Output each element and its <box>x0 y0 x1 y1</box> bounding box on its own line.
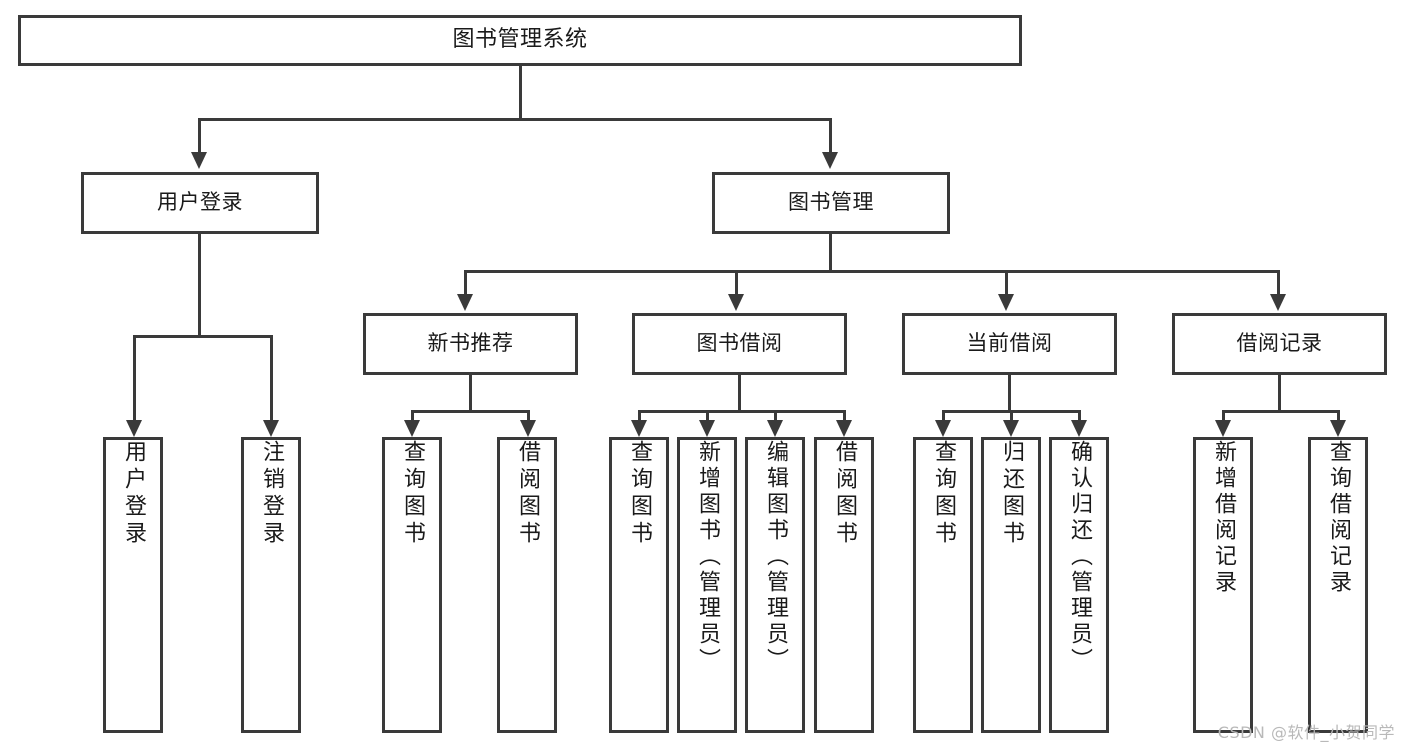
node-root-book-management-system[interactable]: 图书管理系统 <box>18 15 1022 66</box>
arrow-to-leaf-br-add <box>1215 420 1231 437</box>
connector-bm-drop-1 <box>464 270 467 294</box>
connector-book-management-bus <box>464 270 1280 273</box>
arrow-to-book-management <box>822 152 838 169</box>
arrow-to-leaf-cb-return <box>1003 420 1019 437</box>
leaf-br-query-record[interactable]: 查询借阅记录 <box>1308 437 1368 733</box>
node-label: 借阅图书 <box>515 440 540 548</box>
connector-br-drop-2 <box>1337 410 1340 420</box>
leaf-nbr-query-book[interactable]: 查询图书 <box>382 437 442 733</box>
connector-cb-drop-2 <box>1010 410 1013 420</box>
node-label: 用户登录 <box>121 440 146 548</box>
connector-bb-drop-1 <box>638 410 641 420</box>
arrow-to-user-login <box>191 152 207 169</box>
arrow-to-current-borrow <box>998 294 1014 311</box>
node-label: 查询图书 <box>931 440 956 548</box>
arrow-to-leaf-nbr-query <box>404 420 420 437</box>
connector-bb-drop-3 <box>774 410 777 420</box>
connector-user-login-stem <box>198 234 201 335</box>
connector-cb-stem <box>1008 375 1011 410</box>
connector-user-login-drop-1 <box>133 335 136 420</box>
connector-bm-drop-4 <box>1277 270 1280 294</box>
arrow-to-new-book-recommend <box>457 294 473 311</box>
node-label: 查询图书 <box>627 440 652 548</box>
node-label: 借阅图书 <box>832 440 857 548</box>
connector-user-login-drop-2 <box>270 335 273 420</box>
connector-root-drop-1 <box>198 118 201 152</box>
leaf-bb-edit-book-admin[interactable]: 编辑图书（管理员） <box>745 437 805 733</box>
connector-root-drop-2 <box>829 118 832 152</box>
node-label: 编辑图书（管理员） <box>763 440 788 674</box>
leaf-user-login[interactable]: 用户登录 <box>103 437 163 733</box>
leaf-cb-query-book[interactable]: 查询图书 <box>913 437 973 733</box>
leaf-bb-borrow-book[interactable]: 借阅图书 <box>814 437 874 733</box>
node-book-borrow[interactable]: 图书借阅 <box>632 313 847 375</box>
leaf-bb-add-book-admin[interactable]: 新增图书（管理员） <box>677 437 737 733</box>
node-user-login[interactable]: 用户登录 <box>81 172 319 234</box>
node-new-book-recommend[interactable]: 新书推荐 <box>363 313 578 375</box>
node-label: 图书管理系统 <box>452 27 588 53</box>
arrow-to-book-borrow <box>728 294 744 311</box>
connector-bb-stem <box>738 375 741 410</box>
connector-bm-drop-2 <box>735 270 738 294</box>
node-label: 确认归还（管理员） <box>1067 440 1092 674</box>
connector-root-bus <box>198 118 832 121</box>
arrow-to-borrow-record <box>1270 294 1286 311</box>
node-label: 用户登录 <box>157 190 243 215</box>
node-label: 查询借阅记录 <box>1326 440 1351 596</box>
connector-bb-bus <box>638 410 846 413</box>
arrow-to-leaf-nbr-borrow <box>520 420 536 437</box>
connector-user-login-bus <box>133 335 273 338</box>
leaf-cb-return-book[interactable]: 归还图书 <box>981 437 1041 733</box>
arrow-to-leaf-cb-query <box>935 420 951 437</box>
arrow-to-leaf-cb-confirm <box>1071 420 1087 437</box>
leaf-cb-confirm-return-admin[interactable]: 确认归还（管理员） <box>1049 437 1109 733</box>
connector-cb-drop-1 <box>942 410 945 420</box>
arrow-to-leaf-bb-borrow <box>836 420 852 437</box>
arrow-to-leaf-bb-edit <box>767 420 783 437</box>
connector-book-management-stem <box>829 234 832 270</box>
leaf-nbr-borrow-book[interactable]: 借阅图书 <box>497 437 557 733</box>
node-label: 归还图书 <box>999 440 1024 548</box>
node-label: 图书借阅 <box>696 331 783 356</box>
leaf-br-add-record[interactable]: 新增借阅记录 <box>1193 437 1253 733</box>
node-label: 查询图书 <box>400 440 425 548</box>
connector-br-drop-1 <box>1222 410 1225 420</box>
node-label: 新增借阅记录 <box>1211 440 1236 596</box>
node-book-management[interactable]: 图书管理 <box>712 172 950 234</box>
connector-nbr-bus <box>411 410 530 413</box>
arrow-to-leaf-bb-add <box>699 420 715 437</box>
node-borrow-record[interactable]: 借阅记录 <box>1172 313 1387 375</box>
connector-root-stem <box>519 66 522 118</box>
arrow-to-leaf-bb-query <box>631 420 647 437</box>
leaf-logout[interactable]: 注销登录 <box>241 437 301 733</box>
node-label: 借阅记录 <box>1236 331 1323 356</box>
arrow-to-leaf-br-query <box>1330 420 1346 437</box>
connector-br-bus <box>1222 410 1340 413</box>
node-current-borrow[interactable]: 当前借阅 <box>902 313 1117 375</box>
connector-br-stem <box>1278 375 1281 410</box>
connector-bm-drop-3 <box>1005 270 1008 294</box>
node-label: 注销登录 <box>259 440 284 548</box>
node-label: 当前借阅 <box>966 331 1053 356</box>
node-label: 新书推荐 <box>427 331 514 356</box>
connector-nbr-drop-1 <box>411 410 414 420</box>
connector-bb-drop-4 <box>843 410 846 420</box>
node-label: 图书管理 <box>788 190 874 215</box>
connector-nbr-drop-2 <box>527 410 530 420</box>
arrow-to-leaf-logout <box>263 420 279 437</box>
connector-cb-drop-3 <box>1078 410 1081 420</box>
arrow-to-leaf-user-login <box>126 420 142 437</box>
leaf-bb-query-book[interactable]: 查询图书 <box>609 437 669 733</box>
node-label: 新增图书（管理员） <box>695 440 720 674</box>
connector-nbr-stem <box>469 375 472 410</box>
connector-bb-drop-2 <box>706 410 709 420</box>
